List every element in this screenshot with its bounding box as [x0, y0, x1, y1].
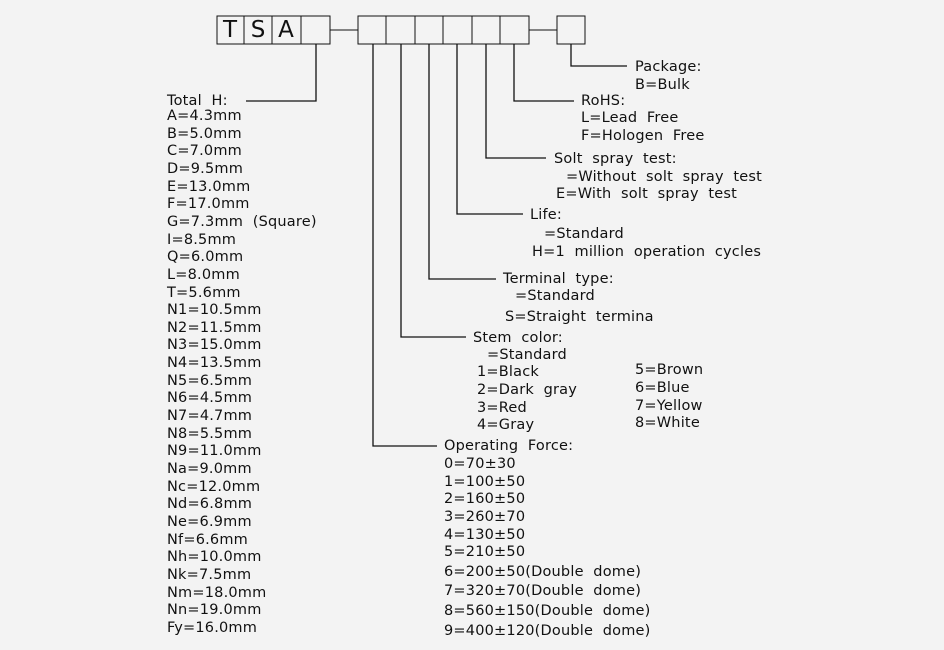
- height-option: Nc=12.0mm: [167, 478, 261, 495]
- stem-option: 7=Yellow: [635, 398, 703, 414]
- height-option: N3=15.0mm: [167, 337, 262, 354]
- force-option: 1=100±50: [444, 474, 526, 490]
- leader-stem: [400, 44, 466, 338]
- force-option: 6=200±50(Double dome): [444, 564, 642, 580]
- height-option: N2=11.5mm: [167, 319, 262, 336]
- height-option: N8=5.5mm: [167, 425, 253, 442]
- height-option: Nd=6.8mm: [167, 496, 253, 513]
- force-option: 0=70±30: [444, 456, 516, 472]
- height-option: N7=4.7mm: [167, 408, 253, 425]
- force-option: 7=320±70(Double dome): [444, 583, 642, 599]
- stem-option: =Standard: [487, 347, 567, 363]
- height-option: B=5.0mm: [167, 125, 242, 142]
- code-box-stem: [385, 15, 416, 45]
- force-option: 5=210±50: [444, 544, 526, 560]
- code-box-rohs: [499, 15, 530, 45]
- leader-spray: [485, 44, 546, 159]
- stem-option: 6=Blue: [635, 380, 690, 396]
- leader-package: [570, 44, 627, 67]
- code-box-height: [300, 15, 331, 45]
- code-box-package: [556, 15, 586, 45]
- force-title: Operating Force:: [444, 438, 574, 454]
- height-option: Nm=18.0mm: [167, 584, 267, 601]
- height-option: N9=11.0mm: [167, 443, 262, 460]
- package-option: B=Bulk: [635, 77, 690, 93]
- life-option: =Standard: [544, 226, 624, 242]
- leader-force: [372, 44, 437, 447]
- leader-terminal: [428, 44, 496, 280]
- leader-height: [246, 44, 317, 102]
- life-title: Life:: [530, 207, 563, 223]
- code-box-spray: [471, 15, 501, 45]
- spray-title: Solt spray test:: [554, 151, 677, 167]
- code-letter-3: A: [278, 17, 294, 43]
- height-option: Nh=10.0mm: [167, 549, 262, 566]
- package-title: Package:: [635, 59, 702, 75]
- code-box-terminal: [414, 15, 444, 45]
- height-option: L=8.0mm: [167, 266, 240, 283]
- height-option: Nk=7.5mm: [167, 566, 252, 583]
- height-option: Fy=16.0mm: [167, 619, 258, 636]
- stem-option: 1=Black: [477, 364, 540, 380]
- height-option: D=9.5mm: [167, 160, 244, 177]
- force-option: 4=130±50: [444, 527, 526, 543]
- height-option: I=8.5mm: [167, 231, 237, 248]
- stem-option: 3=Red: [477, 400, 527, 416]
- height-option: N4=13.5mm: [167, 355, 262, 372]
- terminal-option: S=Straight termina: [505, 309, 654, 325]
- rohs-option: L=Lead Free: [581, 110, 679, 126]
- leader-rohs: [513, 44, 574, 102]
- code-letter-2: S: [250, 17, 266, 43]
- code-letter-1: T: [222, 17, 238, 43]
- height-option: N1=10.5mm: [167, 302, 262, 319]
- force-option: 8=560±150(Double dome): [444, 603, 651, 619]
- stem-option: 2=Dark gray: [477, 382, 578, 398]
- height-option: F=17.0mm: [167, 196, 250, 213]
- stem-title: Stem color:: [473, 330, 563, 346]
- terminal-title: Terminal type:: [503, 271, 614, 287]
- height-option: Ne=6.9mm: [167, 513, 252, 530]
- height-option: A=4.3mm: [167, 108, 242, 124]
- height-option: C=7.0mm: [167, 143, 242, 160]
- height-option: Na=9.0mm: [167, 461, 252, 477]
- height-option: Q=6.0mm: [167, 249, 244, 266]
- code-box-life: [442, 15, 473, 45]
- force-option: 2=160±50: [444, 491, 526, 507]
- rohs-option: F=Hologen Free: [581, 128, 705, 144]
- code-box-force: [357, 15, 387, 45]
- rohs-title: RoHS:: [581, 93, 626, 109]
- force-option: 3=260±70: [444, 509, 526, 525]
- spray-option: E=With solt spray test: [556, 186, 738, 202]
- height-option: N6=4.5mm: [167, 390, 253, 407]
- spray-option: =Without solt spray test: [566, 169, 763, 185]
- stem-option: 8=White: [635, 415, 700, 431]
- height-option: G=7.3mm (Square): [167, 213, 317, 230]
- leader-life: [456, 44, 523, 215]
- height-option: E=13.0mm: [167, 178, 251, 195]
- force-option: 9=400±120(Double dome): [444, 623, 651, 639]
- height-option: N5=6.5mm: [167, 372, 253, 389]
- height-option: T=5.6mm: [167, 284, 241, 301]
- height-option: Nn=19.0mm: [167, 602, 262, 619]
- stem-option: 4=Gray: [477, 417, 535, 433]
- life-option: H=1 million operation cycles: [532, 244, 762, 260]
- height-option: Nf=6.6mm: [167, 531, 249, 548]
- terminal-option: =Standard: [515, 288, 595, 304]
- height-title: Total H:: [167, 93, 228, 109]
- stem-option: 5=Brown: [635, 362, 704, 378]
